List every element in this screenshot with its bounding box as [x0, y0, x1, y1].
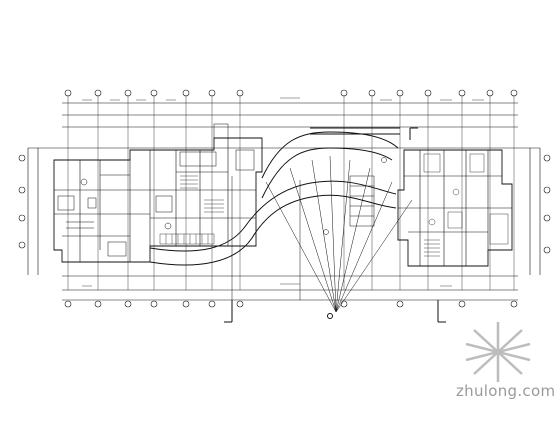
- watermark-text: zhulong.com: [456, 382, 556, 400]
- grid-bubbles-top: [64, 89, 518, 97]
- grid-axis-lines: [67, 95, 515, 290]
- grid-bubbles-side: [18, 154, 551, 254]
- section-markers: [224, 127, 446, 323]
- side-dimension-lines: [27, 148, 541, 275]
- bottom-dimension-lines: [62, 275, 518, 301]
- radial-lines: [231, 155, 413, 313]
- corridor-inner-rooms: [323, 157, 387, 235]
- curved-corridor: [149, 127, 400, 266]
- annotation-ticks: [82, 97, 484, 287]
- watermark-logo: [465, 322, 531, 382]
- left-building: [53, 123, 263, 263]
- grid-bubbles-bottom: [64, 300, 518, 308]
- right-building: [397, 149, 513, 267]
- top-dimension-lines: [28, 102, 540, 149]
